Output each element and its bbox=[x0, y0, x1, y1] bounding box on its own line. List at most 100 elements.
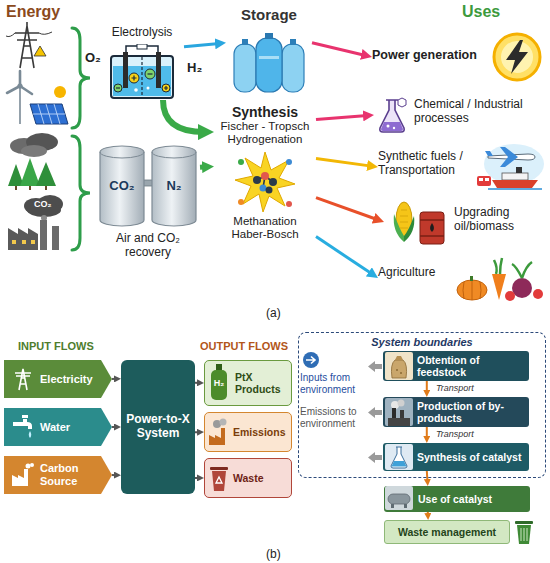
storage-tank-photo bbox=[385, 486, 413, 510]
power-pylon-icon bbox=[6, 32, 52, 37]
node-label: Synthetic fuels / Transportation bbox=[378, 142, 474, 178]
stage-box: Production of by-products bbox=[383, 397, 529, 427]
warning-sign bbox=[34, 46, 46, 56]
chemistry-flask-icon bbox=[380, 100, 404, 132]
use-group: Power generation bbox=[372, 32, 542, 82]
catalyst-flask-photo bbox=[392, 461, 407, 467]
chemistry-flask-icon bbox=[381, 122, 403, 131]
electrolysis-cell-icon bbox=[137, 44, 147, 49]
power-pylon-icon bbox=[6, 22, 52, 68]
vegetables-icon bbox=[470, 276, 473, 281]
node-label: Waste bbox=[233, 472, 264, 484]
node-label: Use of catalyst bbox=[418, 493, 492, 505]
storage-group: Storage bbox=[226, 6, 312, 98]
factory-smoke-icon bbox=[40, 220, 47, 250]
gas-tank: N₂ bbox=[152, 146, 196, 226]
node-label: Hydrogenation bbox=[214, 133, 316, 146]
trash-bin-icon bbox=[515, 521, 533, 544]
flow-arrow bbox=[316, 159, 371, 167]
catalysis-burst-icon bbox=[266, 187, 273, 194]
gas-cylinders-icon bbox=[282, 44, 304, 92]
factory-icon bbox=[30, 463, 34, 467]
node-label: System boundaries bbox=[299, 336, 545, 349]
factory-smoke-icon bbox=[12, 240, 16, 244]
factory-smoke-icon bbox=[52, 226, 59, 250]
catalysis-burst-icon bbox=[238, 199, 244, 205]
use-group: Upgrading oil/biomass bbox=[384, 196, 546, 248]
transport-icon bbox=[485, 151, 493, 156]
corn-oil-icon bbox=[430, 223, 434, 232]
system-box: Power-to-X System bbox=[121, 360, 195, 494]
node-label: N₂ bbox=[166, 179, 181, 194]
recycle-bin-icon bbox=[210, 467, 228, 470]
factory-icon bbox=[26, 464, 31, 469]
gas-cylinders-icon bbox=[290, 39, 296, 45]
gas-tank: CO₂ bbox=[100, 146, 144, 226]
wind-turbine-icon bbox=[7, 71, 32, 124]
corn-oil-icon bbox=[400, 210, 408, 228]
catalysis-burst-icon bbox=[260, 185, 267, 192]
edge-label: Transport bbox=[436, 429, 474, 440]
chemistry-flask-icon bbox=[374, 96, 410, 134]
catalyst-flask-photo bbox=[385, 444, 413, 470]
electrolysis-cell-icon bbox=[132, 76, 137, 81]
transport-icon bbox=[502, 173, 528, 180]
output-flow-box: H₂PtX Products bbox=[204, 360, 292, 406]
transport-icon bbox=[476, 142, 546, 192]
emission-stack-icon bbox=[208, 418, 230, 446]
wind-turbine-icon bbox=[7, 71, 32, 94]
section-heading: Uses bbox=[462, 3, 500, 21]
emission-stack-icon bbox=[209, 428, 225, 445]
section-heading: Energy bbox=[6, 3, 60, 21]
corn-oil-icon bbox=[420, 212, 444, 244]
electrolysis-cell-icon bbox=[162, 84, 170, 92]
recycle-bin-icon bbox=[216, 477, 222, 483]
corn-oil-icon bbox=[384, 196, 450, 248]
transport-icon bbox=[516, 167, 522, 173]
gas-cylinders-icon bbox=[232, 32, 306, 94]
transport-icon bbox=[492, 180, 538, 188]
arrow-box-outline bbox=[4, 408, 112, 446]
electrolysis-cell-icon bbox=[114, 84, 122, 92]
flow-arrow bbox=[316, 198, 378, 220]
forest-smoke-icon bbox=[15, 186, 17, 190]
input-flow-box: Carbon Source bbox=[4, 456, 112, 494]
flow-arrow bbox=[316, 116, 367, 120]
grain-sack-photo bbox=[395, 356, 403, 360]
catalysis-burst-icon bbox=[233, 150, 297, 214]
grain-sack-photo bbox=[385, 352, 413, 380]
arrow-box-outline bbox=[4, 360, 112, 398]
factory-smoke-icon bbox=[8, 228, 38, 250]
flow-arrow bbox=[163, 100, 204, 132]
flow-arrow bbox=[195, 382, 200, 384]
storage-tank-photo bbox=[404, 504, 407, 508]
formula-label: O₂ bbox=[85, 50, 101, 65]
curly-brace bbox=[72, 28, 90, 128]
node-label: Obtention of feedstock bbox=[417, 354, 525, 378]
node-label: Emissions bbox=[233, 426, 286, 438]
vegetables-icon bbox=[457, 280, 487, 300]
flow-arrow bbox=[427, 512, 429, 516]
water-tap-icon bbox=[13, 419, 32, 429]
vegetables-icon bbox=[512, 262, 532, 278]
forest-smoke-icon bbox=[29, 186, 31, 190]
electrolysis-cell-icon bbox=[123, 52, 128, 88]
hydrogen-bottle-icon bbox=[216, 364, 222, 371]
corn-oil-icon bbox=[420, 220, 444, 236]
node-label: PtX Products bbox=[235, 371, 291, 395]
electrolysis-cell-icon bbox=[147, 87, 150, 90]
electrolysis-cell-icon bbox=[141, 57, 142, 97]
vegetables-icon bbox=[492, 274, 506, 300]
tank-body bbox=[100, 146, 144, 226]
electrolysis-cell-icon bbox=[156, 52, 161, 88]
vegetables-icon bbox=[494, 258, 502, 274]
emission-arrow-icon bbox=[368, 407, 382, 418]
vegetables-icon bbox=[533, 289, 543, 299]
transport-icon bbox=[477, 176, 491, 186]
catalysis-burst-icon bbox=[286, 201, 292, 207]
solar-panel-icon bbox=[33, 104, 65, 124]
arrow-box-outline bbox=[4, 456, 112, 494]
use-group: Chemical / Industrial processes bbox=[374, 92, 546, 138]
factory-photo bbox=[398, 400, 405, 407]
pylon-icon bbox=[10, 366, 36, 392]
